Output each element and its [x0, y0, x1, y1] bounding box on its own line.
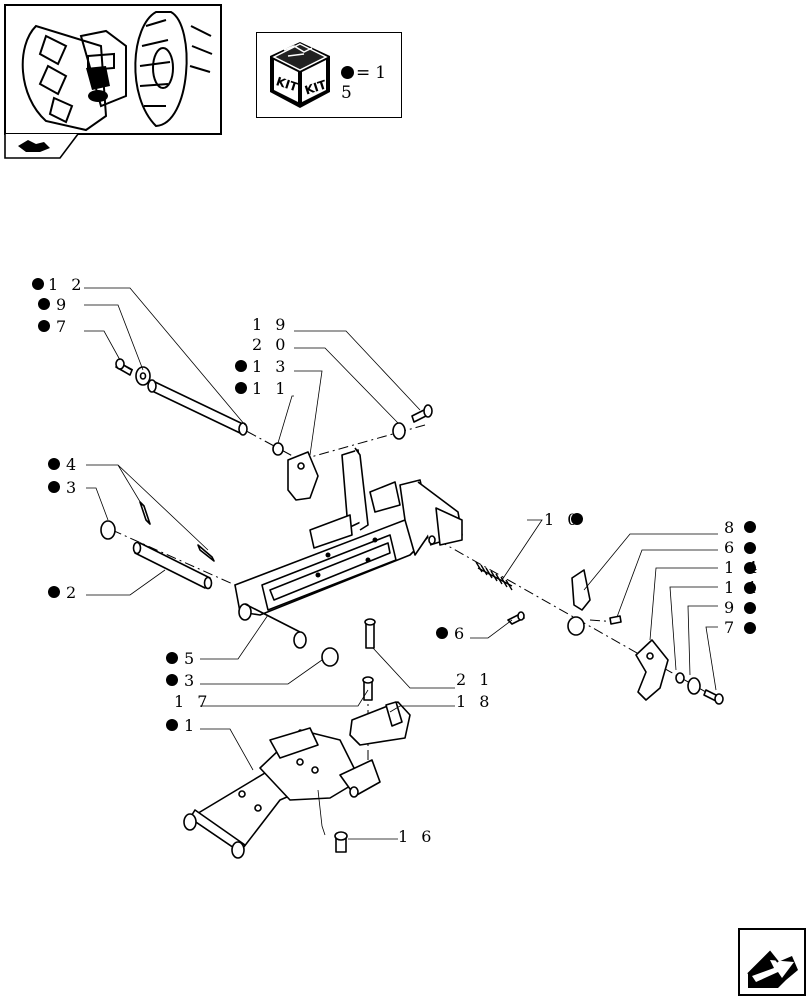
callout-6-middle: 6: [454, 624, 468, 643]
callout-2: 2: [66, 583, 80, 602]
catalog-tab-icon: [4, 133, 79, 159]
kit-dot-icon: [744, 521, 756, 533]
callout-4: 4: [66, 455, 80, 474]
kit-dot-icon: [744, 542, 756, 554]
callout-19: 1 9: [252, 315, 289, 334]
kit-dot-icon: [38, 320, 50, 332]
callout-7: 7: [56, 317, 70, 336]
callout-8: 8: [724, 518, 738, 537]
axis-upper-right: [299, 424, 426, 461]
callout-3-lower: 3: [184, 671, 198, 690]
callout-13: 1 3: [252, 357, 289, 376]
kit-label-left: KIT: [274, 74, 300, 94]
part-roller-11: [272, 442, 284, 456]
axis-lower-pin: [111, 529, 236, 586]
callout-10: 1 0: [544, 510, 581, 529]
part-washer-3-lower: [321, 647, 339, 667]
callout-11: 1 1: [252, 379, 289, 398]
callout-6: 6: [724, 538, 738, 557]
part-bolt-16: [334, 831, 348, 853]
kit-dot-icon: [166, 674, 178, 686]
next-page-arrow-icon: [747, 950, 798, 988]
kit-dot-icon: [48, 586, 60, 598]
part-bolt-7-right: [703, 689, 724, 705]
kit-legend-value: =1 5: [341, 63, 401, 103]
kit-dot-icon: [235, 360, 247, 372]
callout-18: 1 8: [456, 692, 493, 711]
axis-spring: [419, 529, 721, 701]
part-bolt-17: [362, 676, 374, 701]
callout-16: 1 6: [398, 827, 435, 846]
kit-dot-icon: [744, 582, 756, 594]
catalog-tab[interactable]: [4, 133, 80, 160]
callout-9: 9: [56, 295, 70, 314]
part-frame-5: [234, 447, 463, 649]
kit-dot-icon: [38, 298, 50, 310]
kit-dot-icon: [166, 652, 178, 664]
part-bolt-21: [364, 618, 376, 649]
part-bolt-19: [411, 404, 433, 423]
part-washer-20: [392, 422, 406, 440]
callout-3: 3: [66, 478, 80, 497]
kit-dot-icon: [341, 66, 354, 79]
kit-dot-icon: [436, 627, 448, 639]
part-hook-13: [287, 451, 319, 501]
kit-legend-box: KIT KIT =1 5: [256, 32, 402, 118]
kit-dot-icon: [235, 382, 247, 394]
part-bracket-18-slot: [385, 701, 403, 727]
part-washer-3-upper: [100, 520, 116, 540]
part-screw-6: [609, 615, 622, 625]
kit-dot-icon: [48, 481, 60, 493]
part-hook-14-hole: [646, 652, 654, 660]
part-washer-9-hole: [139, 372, 147, 380]
leader-lines: [84, 287, 718, 840]
part-clip-4a: [139, 501, 151, 525]
kit-dot-icon: [32, 278, 44, 290]
part-roller-11-right: [675, 672, 685, 684]
part-bolt-6: [507, 611, 525, 625]
kit-dot-icon: [744, 602, 756, 614]
part-hook-14: [635, 639, 669, 701]
kit-cube-icon: KIT KIT: [270, 42, 330, 108]
part-bolt-7: [115, 358, 133, 376]
tractor-thumbnail-icon: [21, 11, 213, 132]
callout-1: 1: [184, 716, 198, 735]
part-washer-9-right: [687, 677, 701, 695]
part-base-plate-1: [183, 727, 381, 859]
callout-12: 1 2: [48, 275, 85, 294]
kit-dot-icon: [744, 622, 756, 634]
callout-9-right: 9: [724, 598, 738, 617]
kit-dot-icon: [166, 719, 178, 731]
part-spring-10: [475, 561, 513, 591]
part-hook-13-hole: [297, 462, 305, 470]
callout-labels: 1 2 9 7 1 9 2 0 1 3 1 1 4 3 1 0 8 6 1 4 …: [32, 275, 757, 846]
callout-20: 2 0: [252, 335, 289, 354]
tractor-thumbnail: [4, 4, 222, 135]
part-bushing-8: [567, 616, 585, 636]
kit-legend-text: =1 5: [341, 63, 392, 103]
kit-dot-icon: [48, 458, 60, 470]
callout-17: 1 7: [174, 692, 211, 711]
part-pin-2: [132, 541, 213, 590]
part-clip-4b: [197, 544, 215, 562]
part-bracket-18: [349, 701, 411, 746]
next-page-button[interactable]: [738, 928, 806, 996]
kit-dot-icon: [571, 513, 583, 525]
part-bracket-8: [571, 569, 591, 611]
kit-dot-icon: [744, 562, 756, 574]
callout-5: 5: [184, 649, 198, 668]
part-pin-12: [147, 379, 248, 436]
callout-21: 2 1: [456, 670, 493, 689]
kit-label-right: KIT: [303, 77, 329, 97]
callout-7-right: 7: [724, 618, 738, 637]
